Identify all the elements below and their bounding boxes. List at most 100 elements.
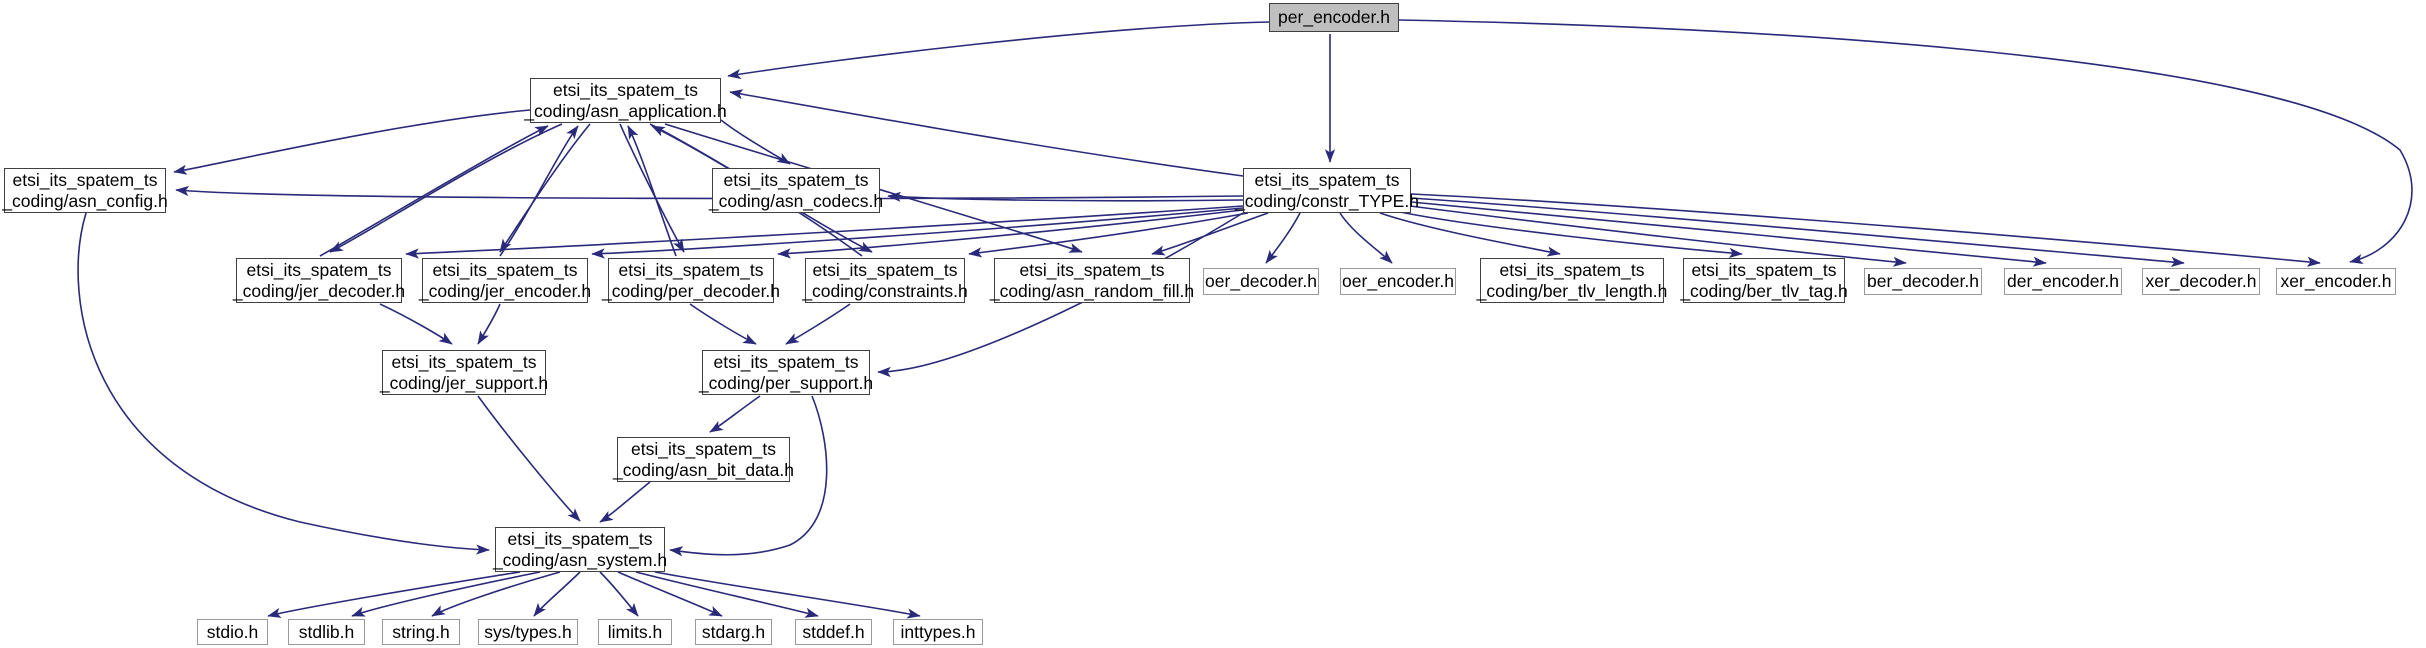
node-ber_tlv_length[interactable]: etsi_its_spatem_ts_coding/ber_tlv_length… (1477, 258, 1667, 303)
edge-constr_TYPE-to-ber_tlv_length (1379, 212, 1561, 257)
node-label-line2: _coding/constr_TYPE.h (1235, 190, 1419, 211)
node-label-line1: der_encoder.h (2007, 271, 2119, 291)
node-label-line2: _coding/per_support.h (698, 372, 874, 393)
node-limits[interactable]: limits.h (598, 619, 672, 645)
node-constr_TYPE[interactable]: etsi_its_spatem_ts_coding/constr_TYPE.h (1235, 168, 1419, 213)
node-label-line1: etsi_its_spatem_ts (1691, 259, 1837, 280)
edge-per_decoder-to-per_support (689, 303, 757, 345)
edge-jer_encoder-to-jer_support (477, 303, 501, 345)
node-label-line1: per_encoder.h (1278, 7, 1390, 27)
node-oer_decoder[interactable]: oer_decoder.h (1203, 268, 1319, 295)
node-sys_types[interactable]: sys/types.h (478, 619, 578, 645)
node-jer_encoder[interactable]: etsi_its_spatem_ts_coding/jer_encoder.h (418, 258, 592, 303)
node-label-line1: sys/types.h (484, 621, 572, 642)
edge-asn_application-to-asn_config (173, 109, 531, 175)
node-label-line2: _coding/asn_application.h (524, 100, 727, 121)
edge-jer_support-to-asn_system (477, 395, 581, 522)
node-ber_decoder[interactable]: ber_decoder.h (1864, 268, 1982, 295)
edge-asn_bit_data-to-asn_system (599, 481, 651, 523)
node-label-line1: etsi_its_spatem_ts (1499, 259, 1645, 280)
node-label-line1: stdlib.h (298, 621, 355, 642)
node-label-line1: etsi_its_spatem_ts (631, 438, 776, 459)
node-jer_support[interactable]: etsi_its_spatem_ts_coding/jer_support.h (379, 350, 549, 395)
node-label-line2: _coding/asn_random_fill.h (989, 280, 1195, 301)
node-label-line1: etsi_its_spatem_ts (12, 169, 158, 190)
node-label-line2: _coding/ber_tlv_tag.h (1680, 280, 1848, 301)
node-jer_decoder[interactable]: etsi_its_spatem_ts_coding/jer_decoder.h (232, 258, 406, 303)
node-string[interactable]: string.h (382, 619, 460, 645)
node-stdio[interactable]: stdio.h (197, 619, 268, 645)
node-der_encoder[interactable]: der_encoder.h (2004, 268, 2122, 295)
edge-constr_TYPE-to-constraints (968, 212, 1249, 258)
edge-jer_decoder-to-jer_support (379, 303, 453, 345)
edge-constr_TYPE-to-der_encoder (1410, 201, 2047, 267)
edge-asn_system-to-stdlib (351, 571, 541, 617)
node-constraints[interactable]: etsi_its_spatem_ts_coding/constraints.h (802, 258, 968, 303)
edge-asn_system-to-limits (599, 571, 639, 617)
edge-asn_system-to-stdarg (617, 571, 723, 617)
node-per_decoder[interactable]: etsi_its_spatem_ts_coding/per_decoder.h (602, 258, 780, 303)
node-stdarg[interactable]: stdarg.h (695, 619, 772, 645)
edge-constr_TYPE-to-xer_decoder (1410, 197, 2185, 267)
edge-jer_encoder-to-asn_application (499, 125, 579, 257)
node-label-line2: _coding/jer_support.h (379, 372, 549, 393)
edge-constr_TYPE-to-ber_tlv_tag (1399, 211, 1743, 258)
edge-asn_application-to-asn_codecs (720, 119, 791, 165)
node-per_encoder[interactable]: per_encoder.h (1269, 3, 1399, 32)
edge-asn_system-to-stddef (635, 571, 819, 618)
node-asn_codecs[interactable]: etsi_its_spatem_ts_coding/asn_codecs.h (709, 168, 883, 213)
node-label-line1: etsi_its_spatem_ts (246, 259, 392, 280)
edge-per_support-to-asn_system (669, 395, 828, 557)
edge-constr_TYPE-to-per_support (877, 212, 1244, 378)
node-ber_tlv_tag[interactable]: etsi_its_spatem_ts_coding/ber_tlv_tag.h (1680, 258, 1848, 303)
edge-per_decoder-to-asn_application (627, 125, 677, 257)
node-asn_bit_data[interactable]: etsi_its_spatem_ts_coding/asn_bit_data.h (613, 437, 794, 482)
node-label-line1: stdarg.h (701, 621, 766, 642)
node-label-line2: _coding/asn_bit_data.h (613, 459, 794, 480)
node-label-line1: etsi_its_spatem_ts (723, 169, 869, 190)
edge-constr_TYPE-to-asn_application (729, 89, 1244, 177)
node-label-line2: _coding/jer_decoder.h (232, 280, 406, 301)
node-label-line1: limits.h (607, 621, 663, 642)
node-asn_random_fill[interactable]: etsi_its_spatem_ts_coding/asn_random_fil… (990, 258, 1194, 303)
node-label-line1: etsi_its_spatem_ts (432, 259, 578, 280)
node-label-line2: _coding/ber_tlv_length.h (1476, 280, 1668, 301)
node-label-line1: oer_encoder.h (1342, 271, 1454, 291)
edge-constr_TYPE-to-jer_decoder (405, 205, 1244, 259)
node-label-line1: etsi_its_spatem_ts (507, 528, 653, 549)
edge-per_encoder-to-asn_application (727, 21, 1270, 80)
edge-jer_decoder-to-asn_application (319, 125, 549, 257)
edge-paths (77, 19, 2413, 619)
edge-constr_TYPE-to-jer_encoder (591, 207, 1244, 259)
edge-per_support-to-asn_bit_data (709, 395, 761, 433)
node-label-line2: _coding/asn_system.h (492, 549, 668, 570)
node-label-line2: _coding/asn_config.h (2, 190, 168, 211)
node-label-line1: xer_decoder.h (2145, 271, 2257, 291)
node-stddef[interactable]: stddef.h (795, 619, 872, 645)
edge-asn_system-to-stdio (267, 571, 521, 618)
node-inttypes[interactable]: inttypes.h (893, 619, 983, 645)
node-oer_encoder[interactable]: oer_encoder.h (1340, 268, 1456, 295)
node-xer_decoder[interactable]: xer_decoder.h (2142, 268, 2260, 295)
edge-asn_system-to-inttypes (654, 571, 921, 619)
node-label-line1: xer_encoder.h (2280, 271, 2392, 291)
node-per_support[interactable]: etsi_its_spatem_ts_coding/per_support.h (698, 350, 874, 395)
edge-asn_application-to-per_decoder (619, 123, 685, 253)
node-label-line1: stdio.h (206, 621, 259, 642)
node-xer_encoder[interactable]: xer_encoder.h (2276, 268, 2396, 295)
node-asn_application[interactable]: etsi_its_spatem_ts_coding/asn_applicatio… (524, 78, 727, 123)
node-label-line1: etsi_its_spatem_ts (618, 259, 764, 280)
edge-asn_config-to-asn_system (77, 212, 490, 555)
node-stdlib[interactable]: stdlib.h (288, 619, 365, 645)
node-label-line2: _coding/constraints.h (802, 280, 968, 301)
edge-asn_application-to-jer_decoder (329, 123, 563, 253)
edge-constr_TYPE-to-asn_codecs (887, 191, 1244, 202)
edge-constraints-to-per_support (785, 303, 851, 345)
edge-constr_TYPE-to-oer_encoder (1339, 212, 1393, 264)
edge-constr_TYPE-to-oer_decoder (1265, 212, 1301, 264)
node-asn_system[interactable]: etsi_its_spatem_ts_coding/asn_system.h (492, 527, 668, 572)
node-label-line1: oer_decoder.h (1205, 271, 1317, 291)
node-label-line2: _coding/jer_encoder.h (418, 280, 592, 301)
node-asn_config[interactable]: etsi_its_spatem_ts_coding/asn_config.h (2, 168, 168, 213)
